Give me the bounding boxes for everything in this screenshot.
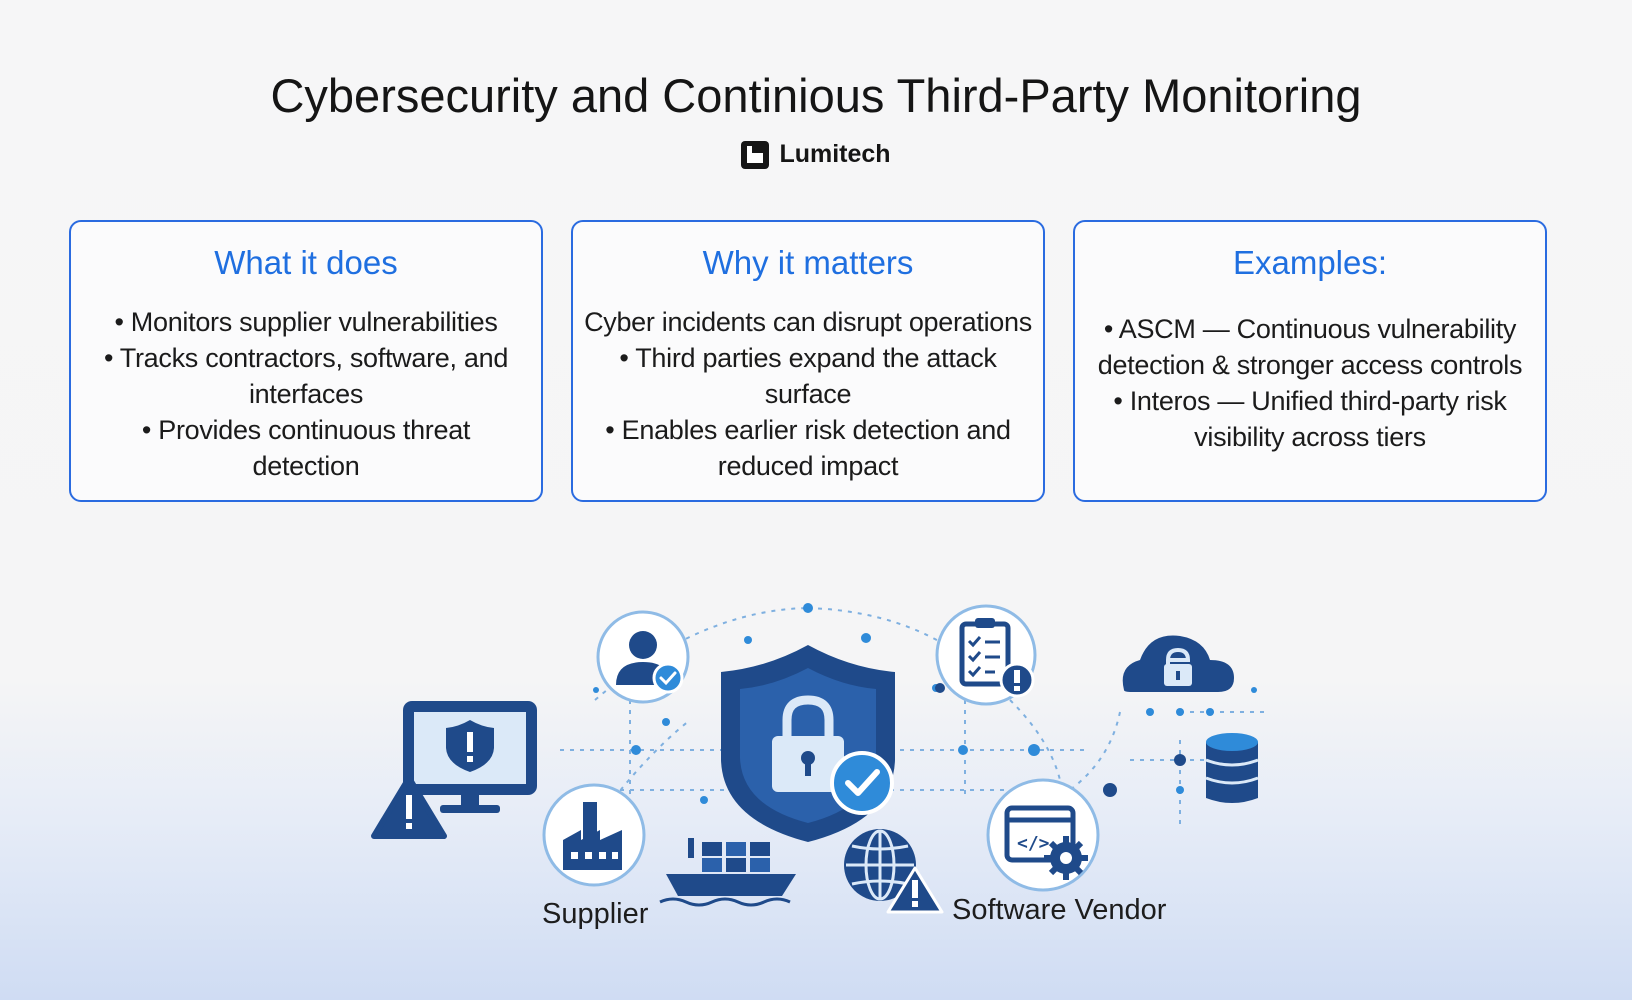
card-line: • Provides continuous threat (141, 415, 471, 445)
brand: Lumitech (0, 140, 1632, 169)
checklist-icon (935, 604, 1037, 706)
card-line: surface (764, 379, 852, 409)
cargo-ship-icon (659, 838, 796, 907)
card-line: • Third parties expand the attack (619, 343, 997, 373)
card-line: Cyber incidents can disrupt operations (584, 307, 1032, 337)
software-vendor-label: Software Vendor (952, 894, 1167, 926)
shield-lock-icon (721, 645, 895, 842)
cloud-lock-icon (1122, 635, 1234, 692)
factory-icon (542, 783, 646, 887)
database-icon (1205, 733, 1259, 803)
card-examples: Examples: • ASCM — Continuous vulnerabil… (1073, 220, 1547, 502)
card-line: • Monitors supplier vulnerabilities (114, 307, 498, 337)
lumitech-logo-icon (741, 140, 770, 169)
card-what-it-does: What it does • Monitors supplier vulnera… (69, 220, 543, 502)
card-line: • Enables earlier risk detection and (605, 415, 1011, 445)
card-line: detection (252, 451, 360, 481)
brand-name: Lumitech (779, 140, 891, 168)
card-heading: What it does (214, 244, 398, 281)
card-heading: Why it matters (702, 244, 914, 281)
monitor-shield-icon (403, 701, 537, 813)
card-line: visibility across tiers (1194, 422, 1426, 452)
globe-icon (844, 829, 944, 914)
user-check-icon (596, 610, 690, 704)
card-line: reduced impact (717, 451, 899, 481)
code-gear-icon: </> (986, 778, 1100, 892)
card-line: • Tracks contractors, software, and (103, 343, 509, 373)
card-line: • Interos — Unified third-party risk (1113, 386, 1507, 416)
supplier-label: Supplier (542, 898, 649, 930)
card-why-it-matters: Why it matters Cyber incidents can disru… (571, 220, 1045, 502)
card-heading: Examples: (1232, 244, 1388, 281)
warning-icon (371, 775, 447, 839)
card-line: detection & stronger access controls (1097, 350, 1523, 380)
card-line: interfaces (248, 379, 364, 409)
page-title: Cybersecurity and Continious Third-Party… (270, 69, 1362, 122)
svg-text:</>: </> (1017, 833, 1050, 854)
card-line: • ASCM — Continuous vulnerability (1103, 314, 1517, 344)
